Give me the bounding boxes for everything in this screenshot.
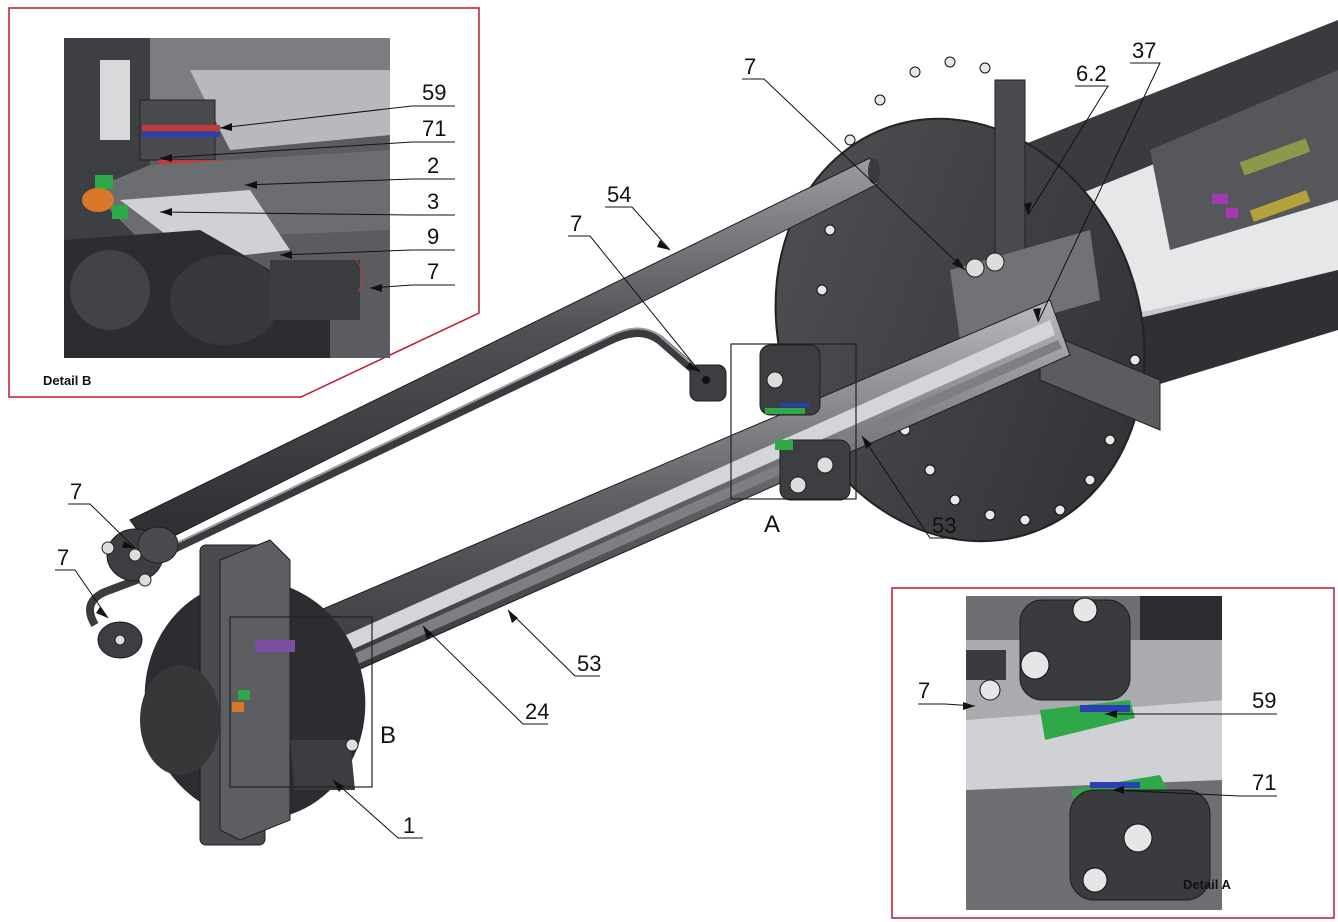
internal-green-part	[1239, 138, 1311, 176]
hub-bolt	[965, 258, 985, 278]
thin-pipe-lower	[86, 571, 152, 628]
detail-a-label-59: 59	[1252, 688, 1276, 713]
detail-a-frame	[730, 343, 857, 500]
thin-pipe	[148, 328, 703, 565]
shaft-bore	[295, 340, 1062, 690]
pipe-nut	[689, 364, 727, 402]
detail-a-inset	[891, 587, 1335, 919]
detail-b-caption: Detail B	[43, 373, 91, 388]
main-arrowheads	[96, 202, 1041, 792]
internal-yellow-part	[1249, 190, 1311, 222]
label-54: 54	[607, 182, 631, 207]
label-1: 1	[403, 813, 415, 838]
detail-a-label-7: 7	[918, 678, 930, 703]
detail-a-caption: Detail A	[1183, 877, 1232, 892]
label-37: 37	[1132, 38, 1156, 63]
detail-b-label-7: 7	[427, 259, 439, 284]
bearing-housing	[140, 539, 366, 846]
section-letter-b: B	[380, 722, 396, 749]
internal-purple-part-2	[1226, 208, 1238, 218]
detail-b-label-71: 71	[422, 116, 446, 141]
hub-collar	[950, 230, 1100, 340]
detail-a-label-71: 71	[1252, 770, 1276, 795]
detail-a-arrowheads	[963, 702, 1124, 794]
detail-b-arrowheads	[160, 123, 382, 292]
main-leaders	[55, 62, 1161, 839]
label-53-mid: 53	[577, 651, 601, 676]
shaft-cut	[290, 320, 1055, 675]
left-flange-plates	[97, 526, 179, 659]
detail-b-label-2: 2	[427, 153, 439, 178]
casing-lower	[1090, 270, 1338, 390]
detail-b-leaders	[159, 105, 455, 289]
label-7-left-b: 7	[57, 545, 69, 570]
internal-purple-part	[1212, 194, 1228, 204]
thin-pipe-highlight	[149, 327, 701, 557]
label-53-right: 53	[932, 513, 956, 538]
label-7-top: 7	[744, 54, 756, 79]
label-7-pipe: 7	[570, 211, 582, 236]
hub-bolt-2	[985, 252, 1005, 272]
label-24: 24	[525, 699, 549, 724]
detail-b-label-59: 59	[422, 80, 446, 105]
coupling-a	[759, 344, 851, 501]
detail-b-label-3: 3	[427, 189, 439, 214]
label-6-2: 6.2	[1076, 61, 1107, 86]
label-7-left-a: 7	[70, 479, 82, 504]
detail-b-inset	[8, 7, 480, 398]
rod-end	[868, 158, 880, 184]
detail-b-label-9: 9	[427, 224, 439, 249]
detail-b-frame	[229, 616, 373, 788]
main-assembly	[86, 20, 1338, 846]
section-letter-a: A	[764, 511, 780, 538]
